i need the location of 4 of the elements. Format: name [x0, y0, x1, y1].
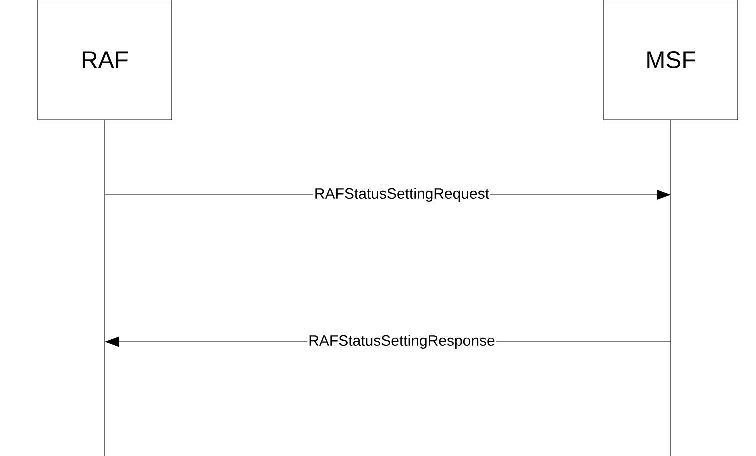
message-label: RAFStatusSettingResponse — [308, 334, 496, 350]
actor-box: RAF — [38, 0, 172, 120]
actor-box: MSF — [604, 0, 738, 120]
message-label: RAFStatusSettingRequest — [313, 187, 491, 203]
